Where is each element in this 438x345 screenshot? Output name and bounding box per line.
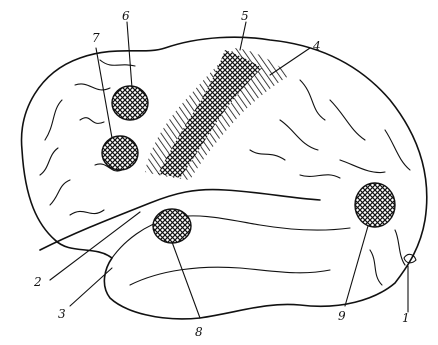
- region-8: [153, 209, 191, 243]
- region-7: [102, 136, 138, 170]
- region-9: [355, 183, 395, 227]
- temporal-sulcus: [130, 267, 330, 285]
- label-2: 2: [33, 275, 42, 289]
- label-4: 4: [312, 39, 321, 53]
- label-7: 7: [92, 31, 100, 45]
- label-5: 5: [241, 9, 249, 23]
- temporal-lobe-contour: [112, 216, 350, 258]
- label-6: 6: [122, 9, 130, 23]
- label-8: 8: [195, 325, 203, 339]
- region-6: [112, 86, 148, 120]
- label-3: 3: [58, 307, 66, 321]
- label-9: 9: [338, 309, 346, 323]
- posterior-gyri: [250, 80, 410, 285]
- label-1: 1: [402, 311, 410, 325]
